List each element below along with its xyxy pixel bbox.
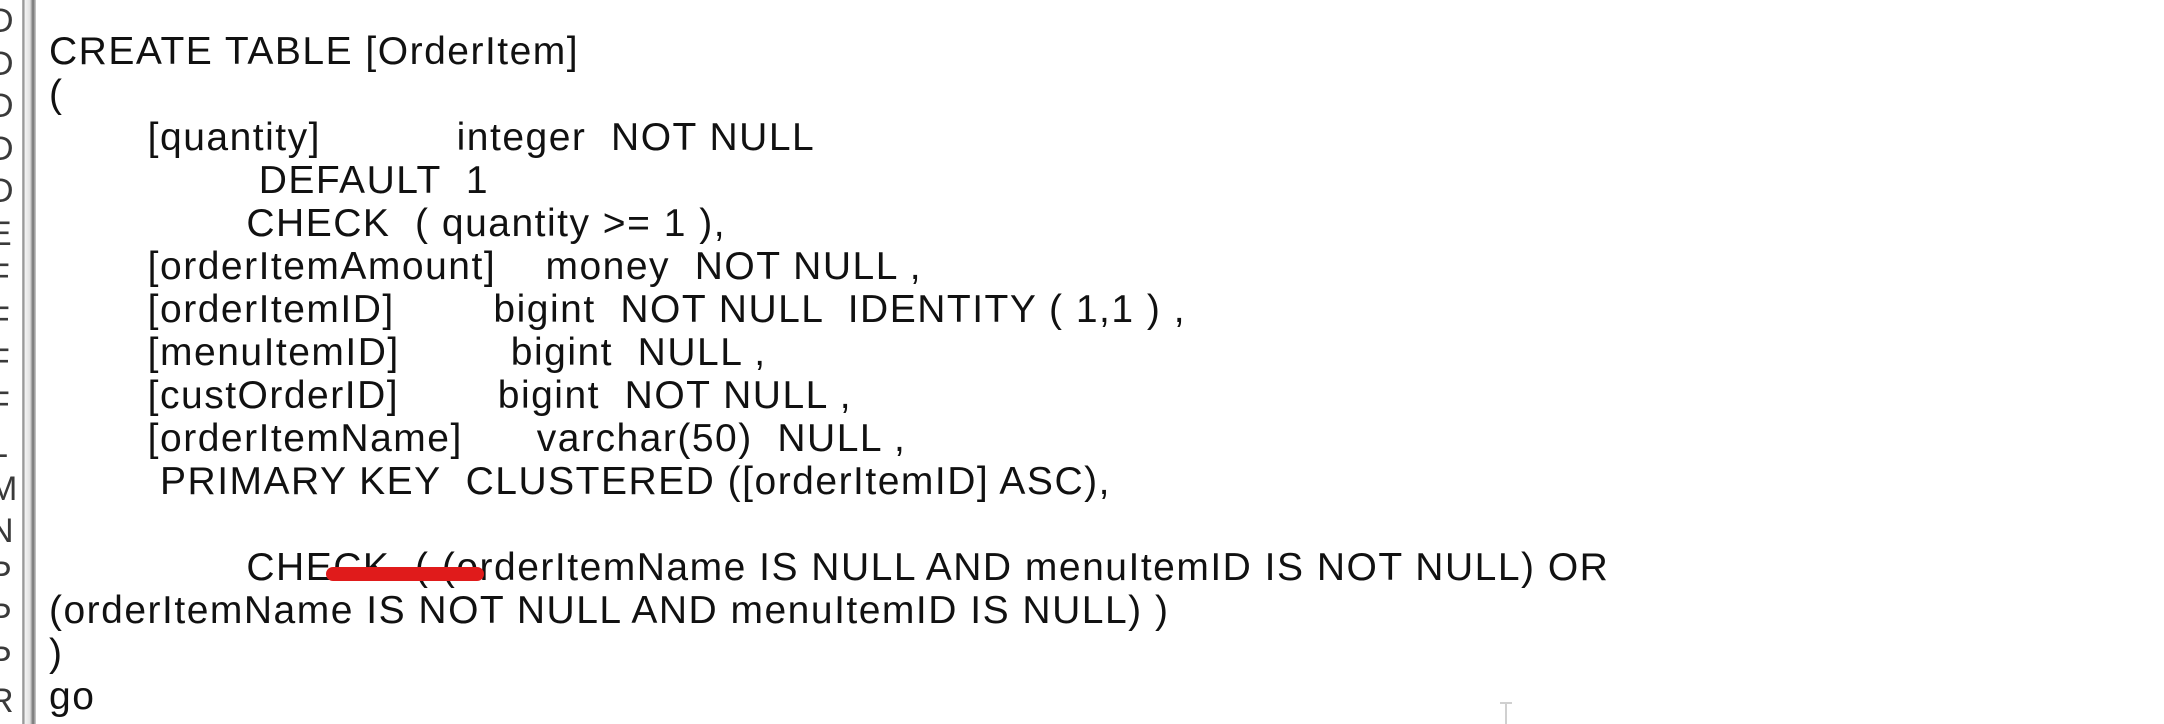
gutter-char: D	[0, 44, 14, 83]
code-line: (	[49, 73, 64, 116]
code-line: [orderItemID] bigint NOT NULL IDENTITY (…	[49, 288, 1187, 331]
gutter-char: P	[0, 597, 12, 635]
gutter-char: E	[0, 214, 12, 253]
code-line: PRIMARY KEY CLUSTERED ([orderItemID] ASC…	[49, 460, 1111, 503]
gutter-char: L	[0, 429, 13, 463]
gutter-char: D	[0, 2, 14, 40]
code-line: DEFAULT 1	[49, 159, 490, 202]
gutter-char: P	[0, 554, 12, 593]
gutter-char: D	[0, 172, 14, 210]
gutter-char: F	[0, 344, 13, 378]
code-line: [orderItemAmount] money NOT NULL ,	[49, 245, 923, 288]
sql-code: CREATE TABLE [OrderItem]( [quantity] int…	[49, 30, 1609, 718]
code-line: CHECK ( quantity >= 1 ),	[49, 202, 727, 245]
gutter-char: F	[0, 259, 13, 293]
gutter-char: R	[0, 682, 14, 720]
code-line: CREATE TABLE [OrderItem]	[49, 30, 580, 73]
gutter-char: M	[0, 469, 18, 508]
red-underline-annotation	[326, 567, 484, 581]
gutter-char: D	[0, 129, 14, 168]
code-line: [quantity] integer NOT NULL	[49, 116, 816, 159]
gutter-char: D	[0, 87, 14, 125]
text-cursor-icon	[1498, 700, 1514, 724]
code-line: [menuItemID] bigint NULL ,	[49, 331, 767, 374]
gutter-char: F	[0, 387, 13, 421]
code-editor[interactable]: CREATE TABLE [OrderItem]( [quantity] int…	[36, 0, 2164, 724]
gutter-char: P	[0, 639, 12, 678]
code-line: (orderItemName IS NOT NULL AND menuItemI…	[49, 589, 1170, 632]
gutter-char: F	[0, 302, 13, 336]
code-line: )	[49, 632, 64, 675]
code-line: go	[49, 675, 96, 718]
editor-splitter[interactable]	[22, 0, 36, 724]
code-line	[49, 503, 1609, 546]
line-gutter: DDDDDEFFFFLMNPPPR	[0, 0, 22, 724]
code-line: [custOrderID] bigint NOT NULL ,	[49, 374, 853, 417]
gutter-char: N	[0, 512, 14, 550]
code-line: [orderItemName] varchar(50) NULL ,	[49, 417, 907, 460]
code-line: CHECK ( (orderItemName IS NULL AND menuI…	[49, 546, 1610, 589]
